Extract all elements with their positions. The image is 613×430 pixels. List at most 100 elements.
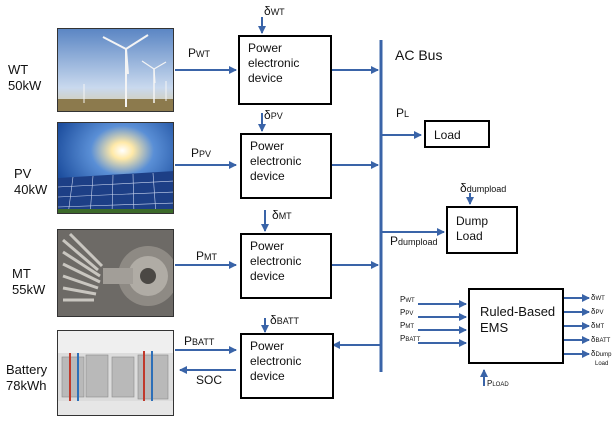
delta-batt-label: δBATT bbox=[270, 313, 299, 328]
ems-out-batt-sub: BATT bbox=[595, 338, 611, 344]
ems-out-pv-label: δPV bbox=[591, 307, 603, 318]
batt-conv-line1: Power bbox=[250, 339, 285, 353]
delta-pv-sub: PV bbox=[270, 111, 283, 121]
solar-panel-icon bbox=[58, 123, 173, 213]
ems-line1: Ruled-Based bbox=[480, 304, 556, 319]
p-dumpload-label: Pdumpload bbox=[390, 234, 438, 249]
ems-in-batt-label: PBATT bbox=[400, 334, 420, 345]
p-pv-main: P bbox=[191, 146, 200, 160]
ems-out-dump-sub: Dump bbox=[595, 352, 612, 358]
delta-dump-sub: dumpload bbox=[466, 184, 507, 194]
ems-pload-label: PLOAD bbox=[487, 379, 509, 390]
p-wt-sub: WT bbox=[196, 49, 211, 59]
delta-mt-label: δMT bbox=[272, 208, 292, 223]
dump-line1: Dump bbox=[456, 214, 489, 228]
delta-wt-label: δWT bbox=[264, 4, 285, 19]
pv-conv-line2: electronic bbox=[250, 154, 302, 168]
ems-out-pv-sub: PV bbox=[595, 310, 604, 316]
ems-in-mt-label: PMT bbox=[400, 321, 414, 332]
delta-pv-main: δ bbox=[264, 108, 271, 122]
ems-in-wt-sub: WT bbox=[405, 298, 415, 304]
wt-conv-line2: electronic bbox=[248, 56, 300, 70]
pv-rating: 40kW bbox=[14, 182, 48, 197]
ems-in-pv-main: P bbox=[400, 308, 406, 317]
delta-dump-main: δ bbox=[460, 181, 467, 195]
solar-panel-image bbox=[57, 122, 174, 214]
ems-line2: EMS bbox=[480, 320, 509, 335]
ems-out-pv-main: δ bbox=[591, 307, 596, 316]
wt-converter-box: Power electronic device bbox=[238, 35, 332, 105]
battery-source-label: Battery 78kWh bbox=[6, 362, 47, 394]
ems-in-wt-label: PWT bbox=[400, 295, 415, 306]
delta-pv-label: δPV bbox=[264, 108, 283, 123]
delta-batt-main: δ bbox=[270, 313, 277, 327]
ems-in-mt-main: P bbox=[400, 321, 406, 330]
ems-out-mt-label: δMT bbox=[591, 321, 604, 332]
ems-in-pv-sub: PV bbox=[405, 311, 414, 317]
dump-line2: Load bbox=[456, 229, 483, 243]
p-dumpload-main: P bbox=[390, 234, 399, 248]
pv-converter-box: Power electronic device bbox=[240, 133, 332, 199]
p-pv-sub: PV bbox=[199, 149, 212, 159]
p-l-main: P bbox=[396, 106, 405, 120]
ems-out-dump-label: δDump Load bbox=[591, 349, 611, 369]
wt-rating: 50kW bbox=[8, 78, 42, 93]
delta-wt-main: δ bbox=[264, 4, 271, 18]
p-batt-sub: BATT bbox=[192, 337, 215, 347]
p-pv-label: PPV bbox=[191, 146, 211, 161]
soc-label: SOC bbox=[196, 373, 223, 387]
ems-box: Ruled-Based EMS bbox=[468, 288, 564, 364]
delta-wt-sub: WT bbox=[270, 7, 285, 17]
p-mt-label: PMT bbox=[196, 249, 217, 264]
ems-in-wt-main: P bbox=[400, 295, 406, 304]
pv-conv-line1: Power bbox=[250, 139, 285, 153]
delta-dump-label: δdumpload bbox=[460, 181, 506, 196]
delta-batt-sub: BATT bbox=[276, 316, 300, 326]
load-box: Load bbox=[424, 120, 490, 148]
ems-out-batt-label: δBATT bbox=[591, 335, 610, 346]
battery-bank-image bbox=[57, 330, 174, 416]
mt-rating: 55kW bbox=[12, 282, 46, 297]
wt-name: WT bbox=[8, 62, 29, 77]
wt-conv-line3: device bbox=[248, 71, 283, 85]
pv-source-label: PV 40kW bbox=[14, 166, 47, 198]
batt-converter-box: Power electronic device bbox=[240, 333, 334, 399]
p-dumpload-sub: dumpload bbox=[398, 237, 438, 247]
ems-in-batt-main: P bbox=[400, 334, 406, 343]
wind-turbine-image bbox=[57, 28, 174, 112]
battery-bank-icon bbox=[58, 331, 173, 415]
p-batt-label: PBATT bbox=[184, 334, 214, 349]
p-wt-label: PWT bbox=[188, 46, 210, 61]
ems-out-dump-sub2: Load bbox=[595, 361, 609, 367]
ac-bus-label: AC Bus bbox=[395, 47, 443, 63]
ems-out-mt-main: δ bbox=[591, 321, 596, 330]
mt-conv-line1: Power bbox=[250, 239, 285, 253]
ems-pload-sub: LOAD bbox=[492, 382, 509, 388]
p-mt-main: P bbox=[196, 249, 205, 263]
wt-conv-line1: Power bbox=[248, 41, 283, 55]
ems-out-wt-sub: WT bbox=[595, 296, 605, 302]
microturbine-icon bbox=[58, 230, 173, 316]
ems-out-wt-label: δWT bbox=[591, 293, 605, 304]
mt-conv-line3: device bbox=[250, 269, 285, 283]
microturbine-image bbox=[57, 229, 174, 317]
load-text: Load bbox=[434, 128, 461, 142]
p-mt-sub: MT bbox=[204, 252, 218, 262]
p-batt-main: P bbox=[184, 334, 193, 348]
mt-source-label: MT 55kW bbox=[12, 266, 45, 298]
batt-conv-line3: device bbox=[250, 369, 285, 383]
wind-turbine-icon bbox=[58, 29, 173, 111]
ems-in-batt-sub: BATT bbox=[405, 337, 421, 343]
pv-name: PV bbox=[14, 166, 32, 181]
battery-rating: 78kWh bbox=[6, 378, 47, 393]
ems-in-mt-sub: MT bbox=[405, 324, 415, 330]
p-l-label: PL bbox=[396, 106, 409, 121]
delta-mt-sub: MT bbox=[278, 211, 292, 221]
pv-conv-line3: device bbox=[250, 169, 285, 183]
dump-load-box: Dump Load bbox=[446, 206, 518, 254]
batt-conv-line2: electronic bbox=[250, 354, 302, 368]
wt-source-label: WT 50kW bbox=[8, 62, 41, 94]
ems-out-dump-main: δ bbox=[591, 349, 596, 358]
ems-out-batt-main: δ bbox=[591, 335, 596, 344]
